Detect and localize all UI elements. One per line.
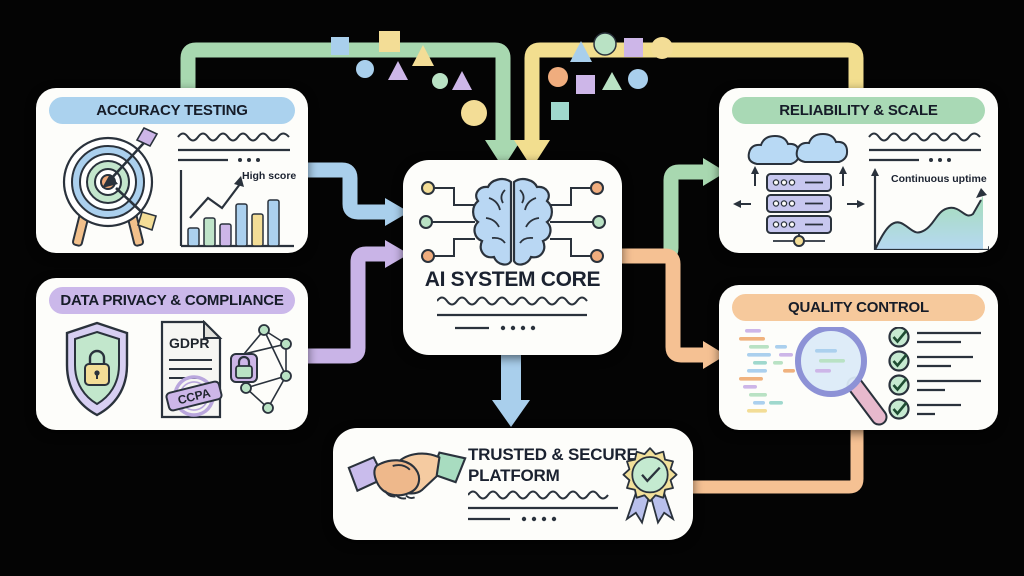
magnifier-code-icon (795, 327, 888, 426)
connector-core-to-quality-arrow (620, 248, 726, 369)
quality-content-graphic (739, 327, 981, 426)
network-lock-icon (230, 324, 292, 414)
box-data-privacy: DATA PRIVACY & COMPLIANCE GDPR CCPA (36, 278, 308, 430)
accuracy-header: ACCURACY TESTING (49, 97, 295, 124)
connector-privacy-to-core-arrow (303, 240, 409, 364)
trusted-title: TRUSTED & SECURE PLATFORM (468, 445, 638, 485)
bar-chart-icon: High score (179, 170, 296, 248)
box-quality-control: QUALITY CONTROL (719, 285, 998, 430)
connector-reliability-to-core-pipe (514, 42, 864, 168)
connector-core-to-reliability-arrow (620, 158, 726, 264)
gdpr-label: GDPR (169, 335, 209, 351)
quality-header: QUALITY CONTROL (732, 294, 985, 321)
reliability-header: RELIABILITY & SCALE (732, 97, 985, 124)
uptime-label: Continuous uptime (891, 173, 987, 185)
trusted-text-lines-placeholder (468, 490, 618, 522)
brain-circuit-icon (419, 178, 606, 266)
box-trusted-platform: TRUSTED & SECURE PLATFORM (333, 428, 693, 540)
reliability-content-graphic: Continuous uptime (733, 132, 989, 250)
text-lines-placeholder (868, 132, 981, 162)
award-badge-icon (622, 447, 678, 525)
core-text-lines-placeholder (437, 296, 588, 331)
decorative-shapes (331, 31, 673, 126)
checklist-icon (888, 327, 981, 420)
text-lines-placeholder (177, 132, 290, 162)
connector-accuracy-to-core-arrow (303, 162, 409, 226)
box-accuracy-testing: ACCURACY TESTING (36, 88, 308, 253)
target-arrow-icon (62, 126, 159, 247)
privacy-content-graphic: GDPR CCPA (65, 320, 292, 419)
handshake-icon (347, 451, 467, 500)
box-reliability-scale: RELIABILITY & SCALE (719, 88, 998, 253)
ccpa-stamp-icon: CCPA (165, 375, 223, 417)
uptime-chart-icon: Continuous uptime (871, 168, 989, 250)
high-score-label: High score (242, 170, 296, 182)
connector-quality-to-trusted-pipe (690, 425, 864, 494)
accuracy-content-graphic: High score (62, 126, 296, 248)
connector-core-to-trusted-arrow (492, 352, 530, 427)
clouds-icon (747, 132, 849, 165)
shield-lock-icon (65, 321, 129, 417)
box-ai-system-core: AI SYSTEM CORE (403, 160, 622, 355)
server-stack-icon (733, 166, 865, 247)
code-lines (739, 329, 795, 413)
core-title: AI SYSTEM CORE (424, 268, 601, 291)
privacy-header: DATA PRIVACY & COMPLIANCE (49, 287, 295, 314)
